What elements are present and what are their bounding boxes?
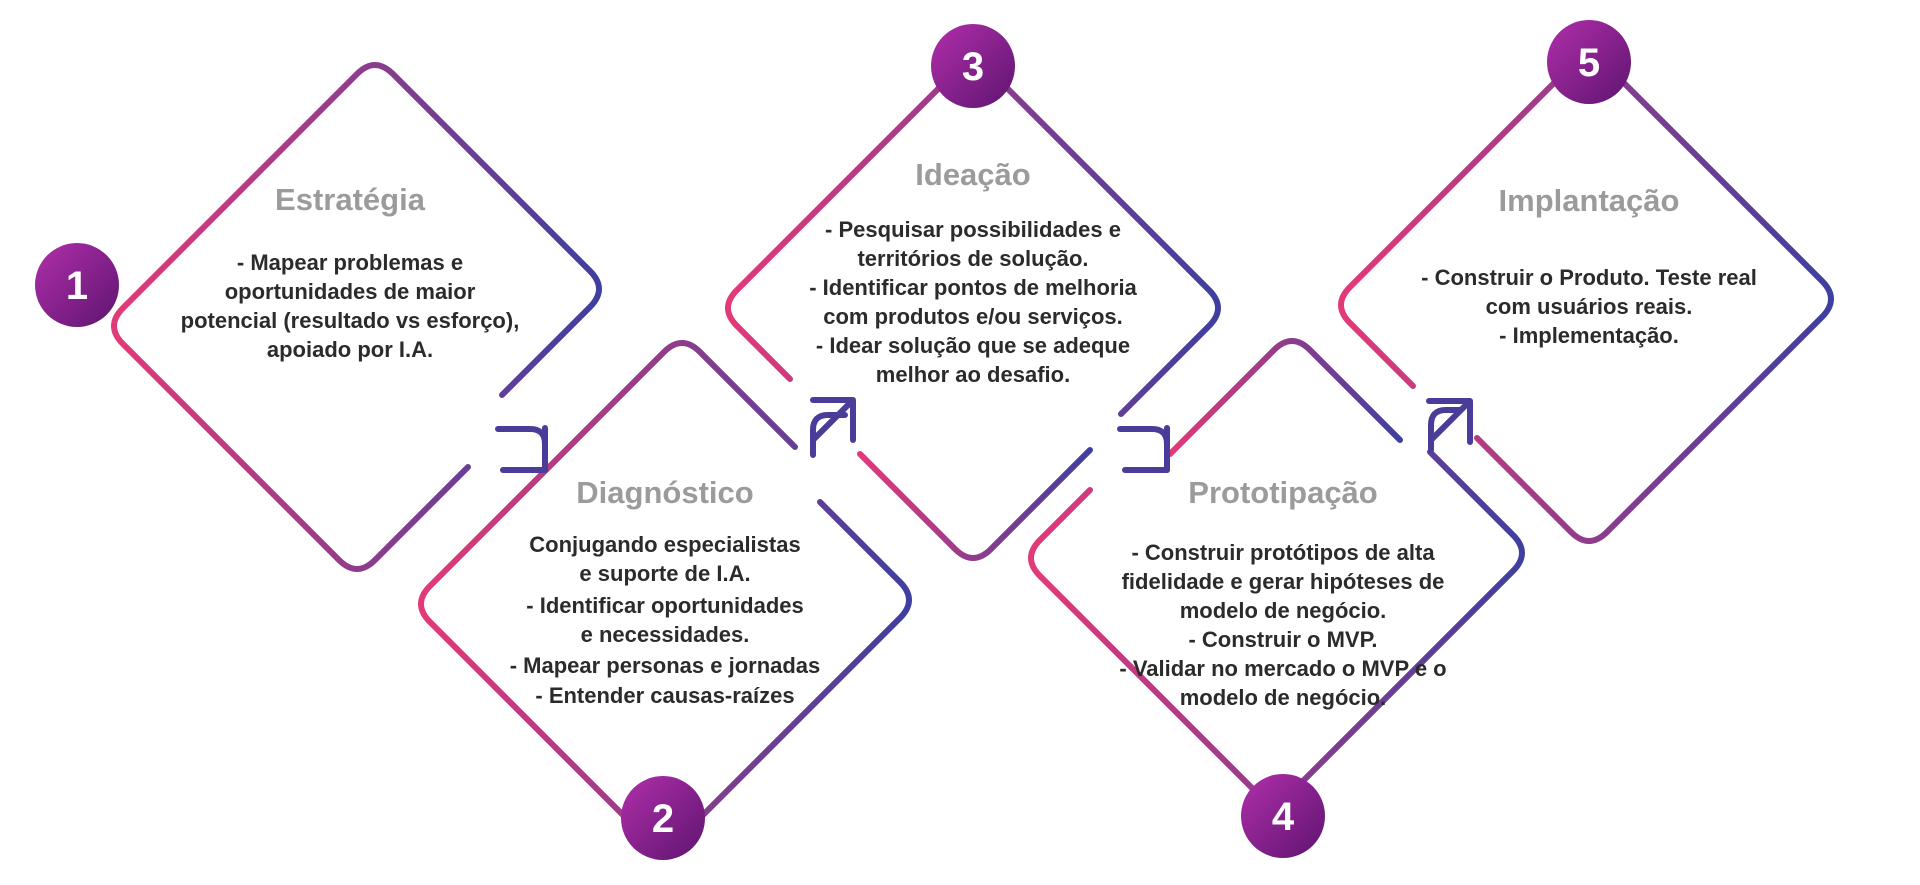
step-1-line-3: potencial (resultado vs esforço), <box>181 308 520 333</box>
step-4-line-4: - Construir o MVP. <box>1188 627 1377 652</box>
step-5-line-1: - Construir o Produto. Teste real <box>1421 265 1757 290</box>
step-3-line-5: - Idear solução que se adeque <box>816 333 1130 358</box>
step-2-badge: 2 <box>621 776 705 860</box>
step-1-number: 1 <box>66 264 88 308</box>
step-2-number: 2 <box>652 797 674 841</box>
step-3-line-2: territórios de solução. <box>857 246 1088 271</box>
step-5-line-3: - Implementação. <box>1499 323 1679 348</box>
arrow-4-to-5-icon <box>1426 398 1473 453</box>
step-1-line-1: - Mapear problemas e <box>237 250 463 275</box>
step-3-number: 3 <box>962 45 984 89</box>
step-3-line-1: - Pesquisar possibilidades e <box>825 217 1121 242</box>
step-1-line-2: oportunidades de maior <box>225 279 476 304</box>
step-2-title: Diagnóstico <box>576 475 753 510</box>
step-2-line-6: - Entender causas-raízes <box>535 683 794 708</box>
step-5-line-2: com usuários reais. <box>1486 294 1693 319</box>
step-1-badge: 1 <box>35 243 119 327</box>
step-3-line-4: com produtos e/ou serviços. <box>823 304 1123 329</box>
step-4-line-1: - Construir protótipos de alta <box>1131 540 1435 565</box>
step-5-diamond <box>1338 54 1834 544</box>
step-2-diamond <box>418 340 912 849</box>
step-4-line-3: modelo de negócio. <box>1180 598 1387 623</box>
step-1-title: Estratégia <box>275 182 426 217</box>
step-4-line-5: - Validar no mercado o MVP e o <box>1119 656 1446 681</box>
step-3-line-6: melhor ao desafio. <box>876 362 1070 387</box>
step-4-number: 4 <box>1272 795 1295 839</box>
step-4-badge: 4 <box>1241 774 1325 858</box>
step-2-line-2: e suporte de I.A. <box>579 561 750 586</box>
step-4-title: Prototipação <box>1188 475 1377 510</box>
step-2-line-4: e necessidades. <box>581 622 750 647</box>
step-5-title: Implantação <box>1499 183 1680 218</box>
arrow-3-to-4-icon <box>1117 425 1170 473</box>
step-5-number: 5 <box>1578 41 1600 85</box>
step-2-line-3: - Identificar oportunidades <box>526 593 803 618</box>
step-2-line-1: Conjugando especialistas <box>529 532 800 557</box>
step-3-badge: 3 <box>931 24 1015 108</box>
step-5-badge: 5 <box>1547 20 1631 104</box>
step-1-line-4: apoiado por I.A. <box>267 337 433 362</box>
step-4-line-6: modelo de negócio. <box>1180 685 1387 710</box>
step-3-line-3: - Identificar pontos de melhoria <box>809 275 1137 300</box>
step-2-line-5: - Mapear personas e jornadas <box>510 653 821 678</box>
step-1-diamond <box>111 62 602 572</box>
step-4-line-2: fidelidade e gerar hipóteses de <box>1122 569 1445 594</box>
step-3-title: Ideação <box>915 157 1030 192</box>
arrow-1-to-2-icon <box>495 425 548 473</box>
arrow-2-to-3-icon <box>810 397 856 458</box>
